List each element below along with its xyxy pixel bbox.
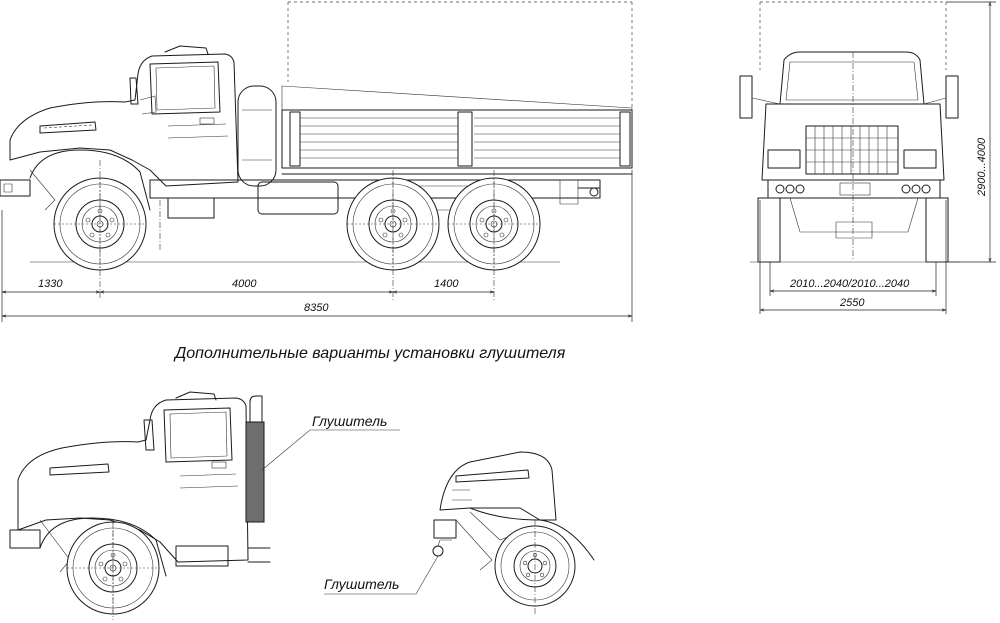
awning-outline <box>287 1 633 110</box>
roof-beacon <box>164 45 209 55</box>
front-fender <box>29 149 151 211</box>
variant-vertical-muffler: Глушитель <box>9 391 400 620</box>
side-view-dimensions: 1330 4000 1400 8350 <box>1 170 633 322</box>
variant2-fender <box>469 507 595 561</box>
caption-additional-variants: Дополнительные варианты установки глушит… <box>173 345 566 362</box>
dim-rear-axle-spacing: 1400 <box>434 278 459 290</box>
dim-overall-length: 8350 <box>304 302 329 314</box>
vertical-muffler <box>245 421 265 523</box>
front-view-truck <box>739 1 960 263</box>
cab-body <box>9 53 239 187</box>
front-cab-roof <box>779 51 925 105</box>
low-muffler <box>432 545 444 557</box>
front-mirror-left <box>739 75 753 119</box>
dim-wheelbase: 4000 <box>232 278 257 290</box>
front-tire-right <box>925 197 949 263</box>
label-muffler-low: Глушитель <box>324 576 399 592</box>
variant-low-muffler: Глушитель <box>324 451 595 616</box>
muffler-stack <box>249 395 263 423</box>
side-view-truck <box>0 1 633 300</box>
headlight-left <box>767 149 801 169</box>
variant2-hood <box>439 451 557 521</box>
headlight-right <box>903 149 937 169</box>
windshield <box>785 61 919 101</box>
spare-wheel <box>237 85 277 187</box>
front-body <box>761 103 945 181</box>
front-view-dimensions: 2010...2040/2010...2040 2550 2900...4000 <box>759 1 996 314</box>
front-mirror-right <box>945 75 959 119</box>
rear-wheel-1 <box>346 177 440 271</box>
dim-track-width: 2010...2040/2010...2040 <box>789 278 910 290</box>
leader-line-muffler-low <box>324 555 439 595</box>
front-tire-left <box>757 197 781 263</box>
leader-line-muffler-vertical <box>261 429 400 471</box>
front-axle <box>789 197 919 233</box>
step-box <box>167 197 215 219</box>
side-mirror <box>129 77 139 105</box>
front-bumper-front <box>767 179 941 199</box>
front-bumper <box>0 179 31 197</box>
cab-window <box>149 61 221 115</box>
label-muffler-vertical: Глушитель <box>312 413 387 429</box>
cargo-body <box>281 109 633 169</box>
cargo-side-slats <box>300 117 620 159</box>
hood-grille-slots <box>39 121 97 134</box>
front-awning-outline <box>759 1 947 70</box>
rear-wheel-2 <box>447 177 541 271</box>
dim-overall-width: 2550 <box>839 297 865 309</box>
fuel-tank <box>257 181 339 215</box>
dim-front-overhang: 1330 <box>38 278 63 290</box>
dim-height: 2900...4000 <box>976 137 988 197</box>
